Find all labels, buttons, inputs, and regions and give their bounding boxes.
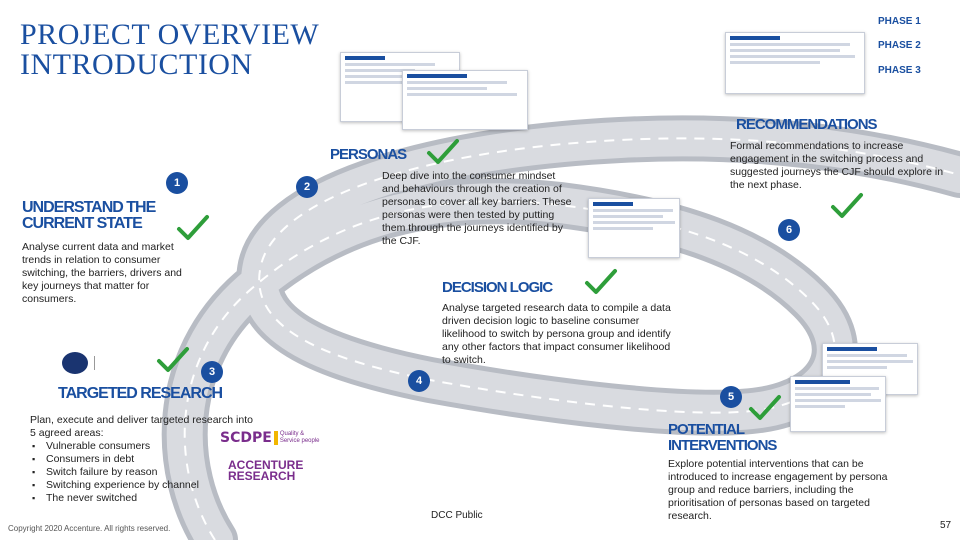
step-2-check-icon [427,139,459,164]
step-2-heading: PERSONAS [330,146,407,163]
step-1-heading: UNDERSTAND THE CURRENT STATE [22,199,156,232]
interventions-thumbnail-2 [790,376,886,432]
step-1-badge: 1 [166,172,188,194]
step-6-description: Formal recommendations to increase engag… [730,140,944,191]
research-areas-list: Vulnerable consumers Consumers in debt S… [0,440,260,505]
step-3-description: Plan, execute and deliver targeted resea… [30,414,253,439]
step-3-badge: 3 [201,361,223,383]
research-area-item: Switching experience by channel [0,479,260,492]
scdpe-logo-text: SCDPE [220,430,272,446]
accenture-research-logo: ACCENTURE RESEARCH [228,458,304,483]
decision-logic-thumbnail [588,198,680,258]
accenture-logo-line-2: RESEARCH [228,469,296,483]
step-5-description: Explore potential interventions that can… [668,458,888,522]
research-logo-text-icon [94,356,116,370]
step-2-description: Deep dive into the consumer mindset and … [382,170,572,247]
step-3-check-icon [157,347,189,372]
recommendations-document-thumbnail [725,32,865,94]
persona-profile-thumbnail [402,70,528,130]
classification-label: DCC Public [431,510,483,521]
research-area-item: The never switched [0,492,260,505]
step-4-description: Analyse targeted research data to compil… [442,302,671,366]
step-5-badge: 5 [720,386,742,408]
page-number: 57 [940,520,952,531]
research-area-item: Consumers in debt [0,453,260,466]
step-4-check-icon [585,269,617,294]
step-2-badge: 2 [296,176,318,198]
research-area-item: Vulnerable consumers [0,440,260,453]
step-5-heading: POTENTIAL INTERVENTIONS [668,421,777,454]
step-4-heading: DECISION LOGIC [442,279,553,296]
scdpe-logo: SCDPE Quality & Service people [220,429,320,447]
scdpe-logo-tagline: Quality & Service people [279,431,320,444]
research-logo-icon [62,352,88,374]
research-area-item: Switch failure by reason [0,466,260,479]
accenture-logo-line-1: ACCENTURE [228,458,304,472]
step-1-description: Analyse current data and market trends i… [22,241,182,305]
step-6-check-icon [831,193,863,218]
page-title: PROJECT OVERVIEW INTRODUCTION [20,20,319,80]
phase-3-label: PHASE 3 [878,65,921,76]
step-6-heading: RECOMMENDATIONS [736,116,878,133]
step-6-badge: 6 [778,219,800,241]
title-line-1: PROJECT OVERVIEW [20,18,320,51]
step-1-check-icon [177,215,209,240]
title-line-2: INTRODUCTION [20,48,253,81]
step-5-check-icon [749,395,781,420]
copyright-notice: Copyright 2020 Accenture. All rights res… [8,524,171,533]
phase-1-label: PHASE 1 [878,16,921,27]
phase-2-label: PHASE 2 [878,40,921,51]
step-4-badge: 4 [408,370,430,392]
step-3-heading: TARGETED RESEARCH [58,385,223,402]
